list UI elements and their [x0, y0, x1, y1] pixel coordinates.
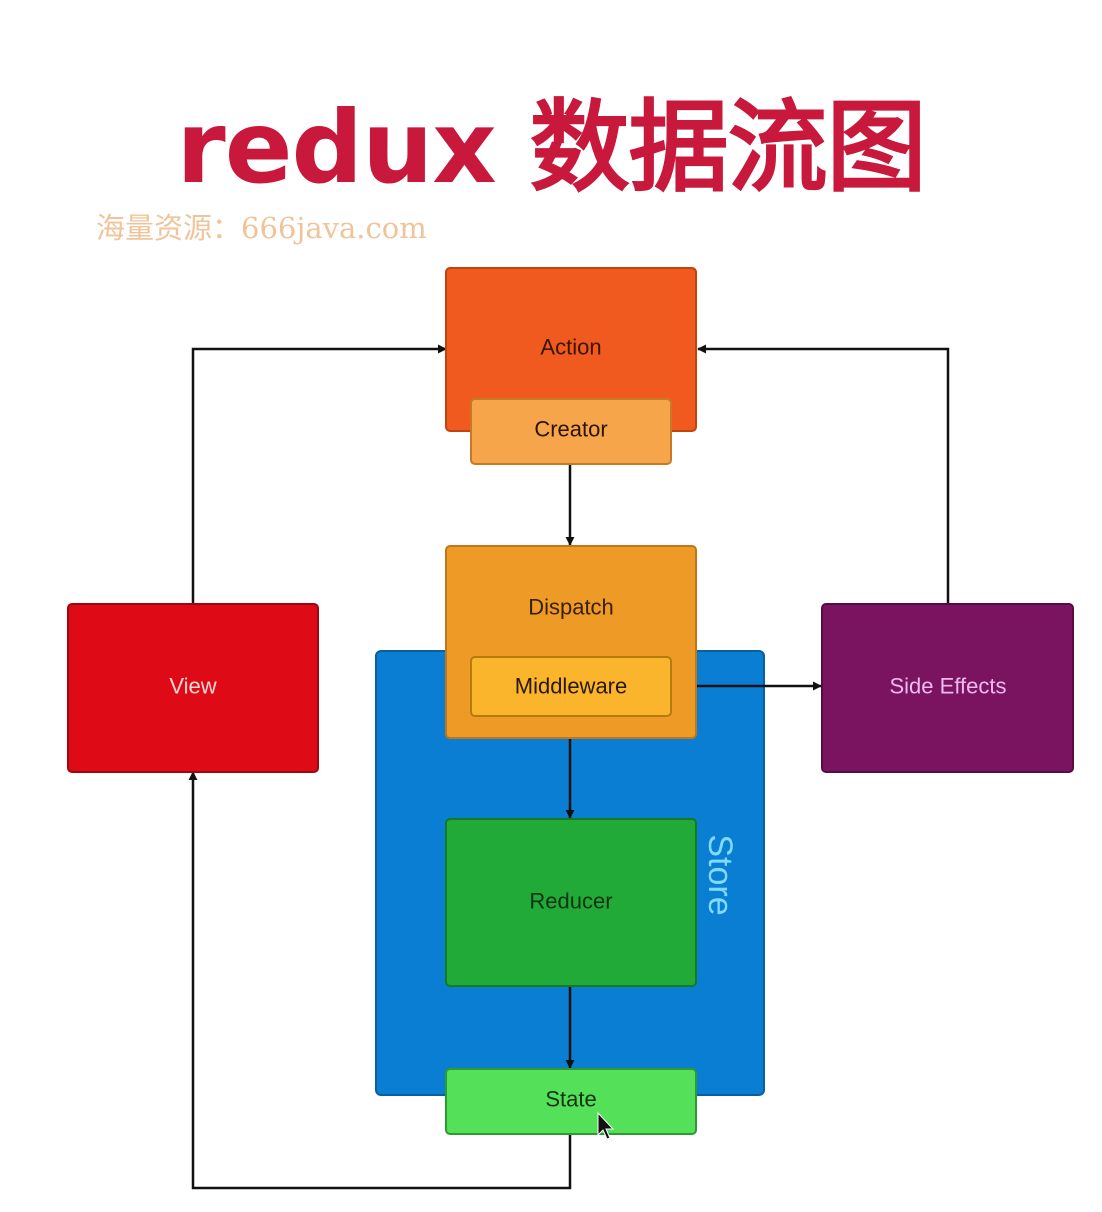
state-label: State: [545, 1087, 596, 1112]
store-label: Store: [701, 834, 739, 915]
reducer-box: Reducer: [445, 818, 697, 987]
creator-label: Creator: [534, 417, 607, 442]
side-effects-box: Side Effects: [821, 603, 1074, 773]
state-box: State: [445, 1068, 697, 1135]
mouse-cursor-icon: [597, 1111, 615, 1140]
view-box: View: [67, 603, 319, 773]
middleware-label: Middleware: [515, 674, 628, 699]
side-effects-to-action-arrow: [697, 344, 950, 604]
creator-box: Creator: [470, 398, 672, 465]
state-to-view-arrow: [188, 771, 572, 1190]
view-label: View: [169, 674, 216, 699]
view-to-action-arrow: [191, 344, 447, 604]
page-title: redux 数据流图: [176, 89, 926, 206]
reducer-label: Reducer: [529, 889, 612, 914]
middleware-box: Middleware: [470, 656, 672, 717]
watermark-text: 海量资源：666java.com: [96, 211, 427, 245]
action-label: Action: [540, 335, 601, 360]
action-box: Action: [445, 267, 697, 432]
dispatch-label: Dispatch: [528, 595, 614, 620]
side-effects-label: Side Effects: [890, 674, 1007, 699]
